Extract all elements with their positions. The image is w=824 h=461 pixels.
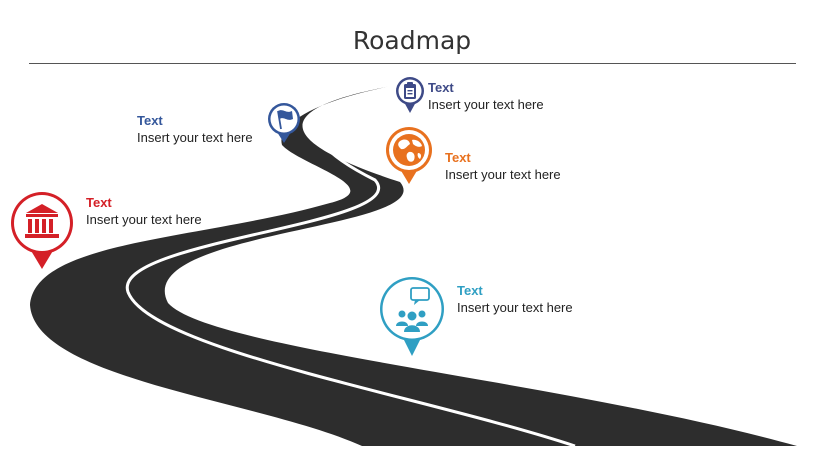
milestone-text-2: Insert your text here [137,130,253,145]
milestone-text-1: Insert your text here [86,212,202,227]
milestone-pin-5 [380,277,444,356]
clipboard-icon [404,82,416,99]
road-surface [30,82,797,446]
milestone-text-4: Insert your text here [445,167,561,182]
milestone-pin-4 [386,127,432,184]
page-title: Roadmap [352,26,472,55]
milestone-label-4: Text Insert your text here [445,150,561,184]
milestone-pin-1 [11,192,73,269]
title-divider [29,63,796,64]
milestone-heading-2: Text [137,113,163,128]
globe-icon [393,134,425,166]
milestone-text-5: Insert your text here [457,300,573,315]
bank-icon [25,204,59,238]
milestone-pin-2 [268,103,300,143]
flag-icon [277,110,293,130]
milestone-heading-4: Text [445,150,471,165]
road-lane-marking [126,81,576,448]
milestone-pin-3 [396,77,424,113]
milestone-label-2: Text Insert your text here [137,113,253,147]
milestone-text-3: Insert your text here [428,97,544,112]
milestone-heading-3: Text [428,80,454,95]
milestone-label-3: Text Insert your text here [428,80,544,114]
milestone-label-5: Text Insert your text here [457,283,573,317]
milestone-heading-1: Text [86,195,112,210]
milestone-label-1: Text Insert your text here [86,195,202,229]
team-chat-icon [396,287,430,332]
milestone-heading-5: Text [457,283,483,298]
